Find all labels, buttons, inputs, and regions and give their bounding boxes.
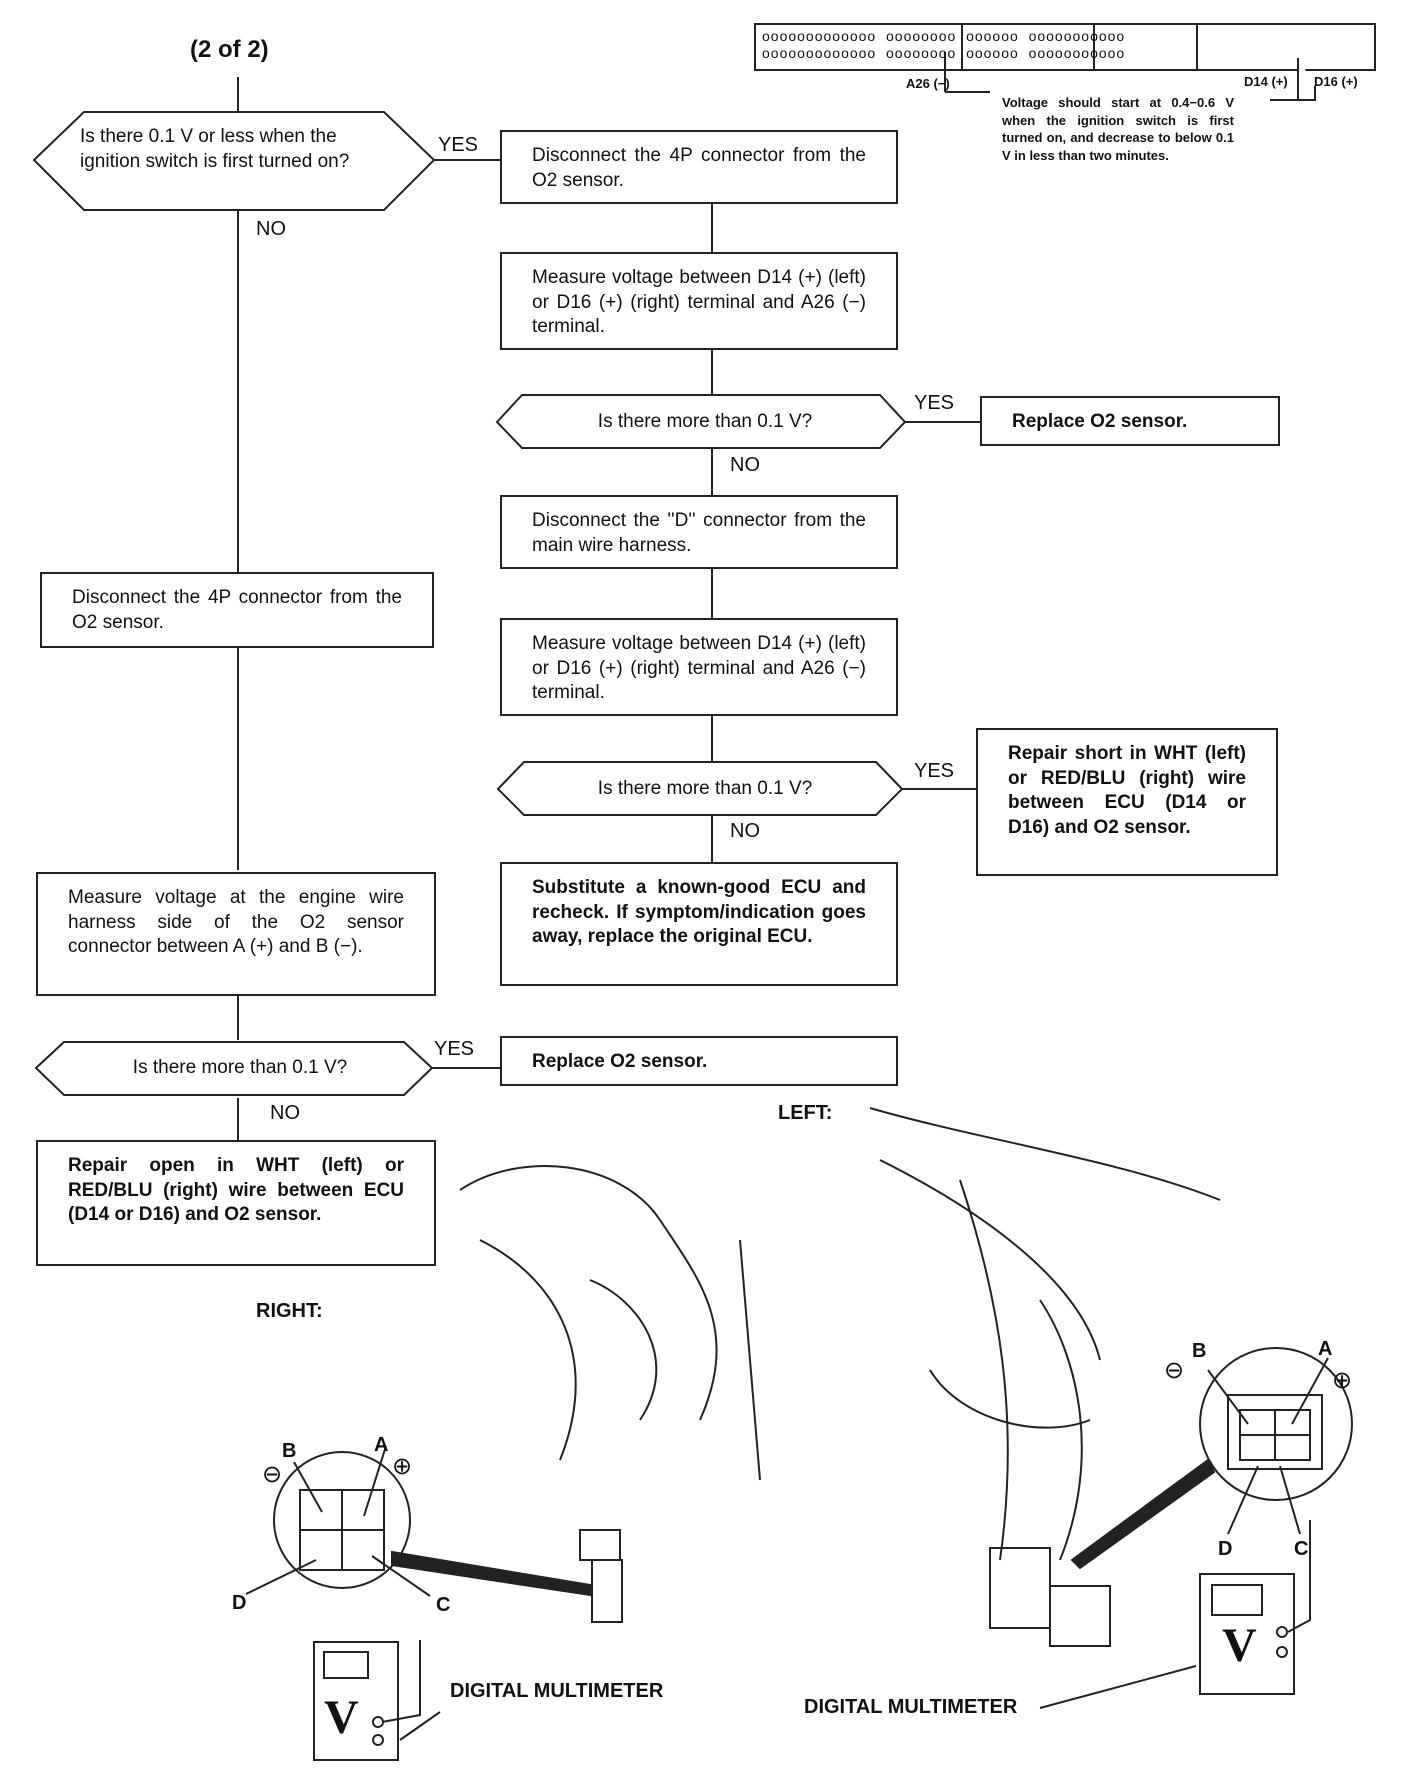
right-illustration: [245, 1165, 761, 1761]
right-pin-b: B: [282, 1440, 297, 1462]
step-measure-d14-1: Measure voltage between D14 (+) (left) o…: [500, 252, 898, 350]
multimeter-label-left: DIGITAL MULTIMETER: [804, 1696, 1018, 1718]
decision-q2-text: Is there more than 0.1 V?: [597, 411, 813, 432]
step-disconnect-4p-right: Disconnect the 4P connector from the O2 …: [500, 130, 898, 204]
decision-shape-q4: [34, 1041, 434, 1096]
decision-shape-q3: [496, 761, 904, 816]
right-meter-v: V: [324, 1691, 359, 1744]
yes-label-q4: YES: [434, 1038, 475, 1060]
no-label-q2: NO: [730, 454, 760, 476]
decision-shape-q2: [495, 394, 907, 449]
no-label-q3: NO: [730, 820, 760, 842]
right-pin-c: C: [436, 1594, 451, 1616]
multimeter-label-right: DIGITAL MULTIMETER: [450, 1680, 664, 1702]
left-meter-v: V: [1222, 1619, 1257, 1672]
no-label-q4: NO: [270, 1102, 300, 1124]
no-label-q1: NO: [256, 218, 286, 240]
d14-label: D14 (+): [1244, 74, 1288, 89]
left-pin-d: D: [1218, 1538, 1233, 1560]
right-plus: ⊕: [392, 1453, 413, 1480]
step-measure-d14-2: Measure voltage between D14 (+) (left) o…: [500, 618, 898, 716]
step-substitute-ecu: Substitute a known-good ECU and recheck.…: [500, 862, 898, 986]
step-replace-o2-1: Replace O2 sensor.: [980, 396, 1280, 446]
step-measure-harness: Measure voltage at the engine wire harne…: [36, 872, 436, 996]
left-pin-b: B: [1192, 1340, 1207, 1362]
right-pin-a: A: [374, 1434, 389, 1456]
step-replace-o2-2: Replace O2 sensor.: [500, 1036, 898, 1086]
decision-q3-text: Is there more than 0.1 V?: [597, 778, 813, 799]
left-pin-a: A: [1318, 1338, 1333, 1360]
voltage-note: Voltage should start at 0.4−0.6 V when t…: [1002, 95, 1234, 163]
left-pin-c: C: [1294, 1538, 1309, 1560]
yes-label-q3: YES: [914, 760, 955, 782]
yes-label-q1: YES: [438, 134, 479, 156]
step-repair-open: Repair open in WHT (left) or RED/BLU (ri…: [36, 1140, 436, 1266]
ecu-connector-diagram: [754, 23, 1376, 101]
step-disconnect-d: Disconnect the ''D'' connector from the …: [500, 495, 898, 569]
step-repair-short: Repair short in WHT (left) or RED/BLU (r…: [976, 728, 1278, 876]
decision-q4-text: Is there more than 0.1 V?: [132, 1057, 348, 1078]
right-minus: ⊖: [262, 1461, 283, 1488]
right-pin-d: D: [232, 1592, 247, 1614]
decision-q1-text: Is there 0.1 V or less when the ignition…: [80, 126, 350, 172]
page-title: (2 of 2): [190, 36, 269, 63]
decision-shape-q1: [32, 111, 436, 211]
yes-label-q2: YES: [914, 392, 955, 414]
a26-label: A26 (−): [906, 76, 950, 91]
left-plus: ⊕: [1332, 1367, 1353, 1394]
right-label: RIGHT:: [256, 1300, 323, 1322]
left-minus: ⊖: [1164, 1357, 1185, 1384]
step-disconnect-4p-left: Disconnect the 4P connector from the O2 …: [40, 572, 434, 648]
left-illustration: [869, 1107, 1353, 1709]
d16-label: D16 (+): [1314, 74, 1358, 89]
connector-dots: ooooooooooooo oooooooo oooooo oooooooooo…: [762, 28, 1126, 61]
left-label: LEFT:: [778, 1102, 833, 1124]
